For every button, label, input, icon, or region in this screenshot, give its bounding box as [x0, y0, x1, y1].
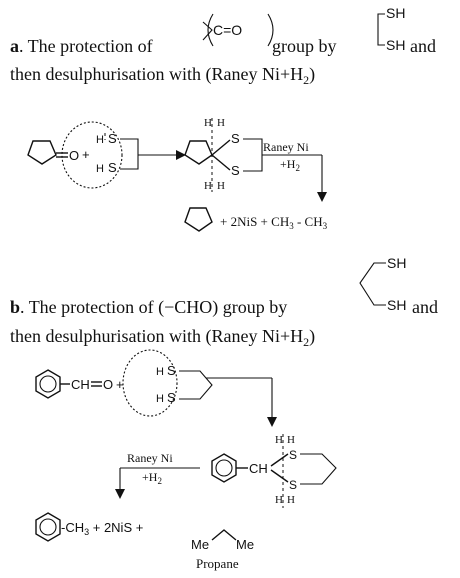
section-b-heading: SH SH b. The protection of (−CHO) group …	[10, 255, 438, 349]
svg-text:H: H	[156, 366, 164, 378]
ketone-oxygen: O	[69, 148, 79, 163]
propane-label: Propane	[196, 556, 239, 571]
svg-text:a. The protection of: a. The protection of	[10, 36, 153, 56]
carbonyl-label: C=O	[213, 22, 242, 38]
section-a-heading: a. The protection of C=O group by SH SH …	[10, 5, 436, 87]
cyclopentane-ring	[27, 140, 57, 165]
svg-text:b. The protection of (−CHO) gr: b. The protection of (−CHO) group by	[10, 297, 287, 318]
scheme-b-reagent: Raney Ni +H2	[115, 451, 200, 499]
reagent-sh-bottom: SH	[386, 37, 405, 53]
section-b-title: . The protection of (−CHO) group by	[20, 297, 287, 318]
svg-text:S: S	[108, 160, 117, 175]
scheme-a-thioketal: H H S S H H Raney Ni +H2	[184, 117, 327, 202]
svg-text:CH: CH	[249, 461, 268, 476]
svg-text:H: H	[217, 117, 225, 129]
cyclopentanone-inline-icon: C=O	[202, 13, 274, 47]
reaction-site-ellipse	[61, 121, 123, 189]
section-a-title: . The protection of	[19, 36, 153, 56]
section-a-letter: a	[10, 36, 19, 56]
svg-text:H: H	[287, 494, 295, 506]
svg-text:S: S	[231, 163, 240, 178]
ethanedithiol-reagent: SH SH	[377, 5, 405, 53]
svg-text:H: H	[275, 434, 283, 446]
svg-text:H: H	[204, 180, 212, 192]
propane-skeleton	[211, 529, 237, 541]
svg-text:H: H	[217, 180, 225, 192]
svg-text:H: H	[156, 393, 164, 405]
scheme-b-thioacetal: CH H H S S H H	[211, 434, 337, 508]
svg-text:+: +	[116, 377, 124, 392]
reaction-site-ellipse-b	[122, 349, 178, 417]
section-b-letter: b	[10, 297, 20, 317]
svg-text:S: S	[167, 390, 176, 405]
and-text: and	[410, 36, 436, 56]
svg-text:S: S	[289, 448, 297, 462]
svg-text:H: H	[96, 163, 104, 175]
svg-text:S: S	[231, 131, 240, 146]
scheme-b-products: -CH3 + 2NiS + Me Me Propane	[35, 512, 254, 571]
svg-text:and: and	[412, 297, 438, 317]
svg-text:H: H	[275, 494, 283, 506]
svg-text:SH: SH	[387, 255, 406, 271]
scheme-a-products: + 2NiS + CH3 - CH3	[184, 207, 328, 232]
reagent-sh-top: SH	[386, 5, 405, 21]
svg-text:O: O	[103, 377, 113, 392]
svg-text:Me: Me	[191, 537, 209, 552]
raney-ni-label-a: Raney Ni	[263, 140, 309, 154]
raney-ni-label-b: Raney Ni	[127, 451, 173, 465]
propanedithiol-reagent: SH SH	[359, 255, 406, 313]
benzene-ring	[35, 369, 61, 399]
scheme-a-reactants: O + H S H S	[27, 121, 186, 189]
group-by-text: group by	[272, 36, 337, 56]
svg-text:S: S	[108, 131, 117, 146]
toluene-methyl: -CH3 + 2NiS +	[61, 520, 143, 537]
svg-text:H: H	[287, 434, 295, 446]
svg-text:H: H	[204, 117, 212, 129]
h2-label-a: +H2	[280, 157, 300, 173]
svg-text:S: S	[289, 478, 297, 492]
svg-text:Me: Me	[236, 537, 254, 552]
h2-label-b: +H2	[142, 470, 162, 486]
scheme-b-reactants: CH O + H S H S	[35, 349, 277, 427]
svg-text:SH: SH	[387, 297, 406, 313]
dithiol-chain	[120, 138, 139, 170]
svg-text:S: S	[167, 363, 176, 378]
svg-text:+: +	[82, 147, 90, 162]
svg-text:CH: CH	[71, 377, 90, 392]
section-b-line2: then desulphurisation with (Raney Ni+H2)	[10, 326, 315, 349]
section-a-line2: then desulphurisation with (Raney Ni+H2)	[10, 64, 315, 87]
products-a-text: + 2NiS + CH3 - CH3	[220, 214, 328, 231]
svg-text:H: H	[96, 134, 104, 146]
